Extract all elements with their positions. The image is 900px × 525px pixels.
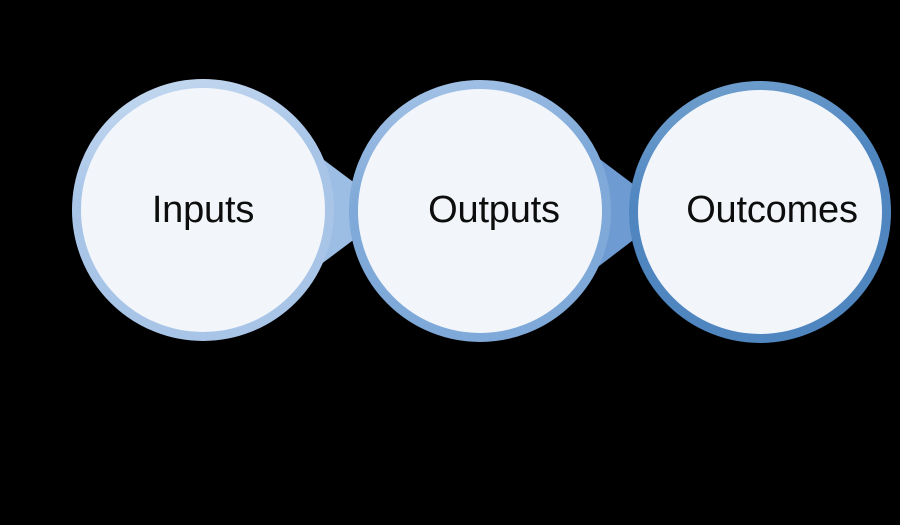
node-outputs-ring [349,80,611,342]
node-inputs[interactable]: Inputs [72,79,334,341]
node-outcomes-label: Outcomes [686,189,858,231]
node-outputs[interactable] [349,80,611,342]
node-outputs-fill [353,84,607,338]
node-inputs-fill [76,83,330,337]
node-outcomes[interactable]: Outcomes [629,81,891,343]
node-outcomes-fill [633,85,887,339]
node-inputs-label: Inputs [152,189,254,231]
node-outcomes-ring [629,81,891,343]
node-inputs-ring [72,79,334,341]
node-outputs-label: Outputs [428,189,560,231]
